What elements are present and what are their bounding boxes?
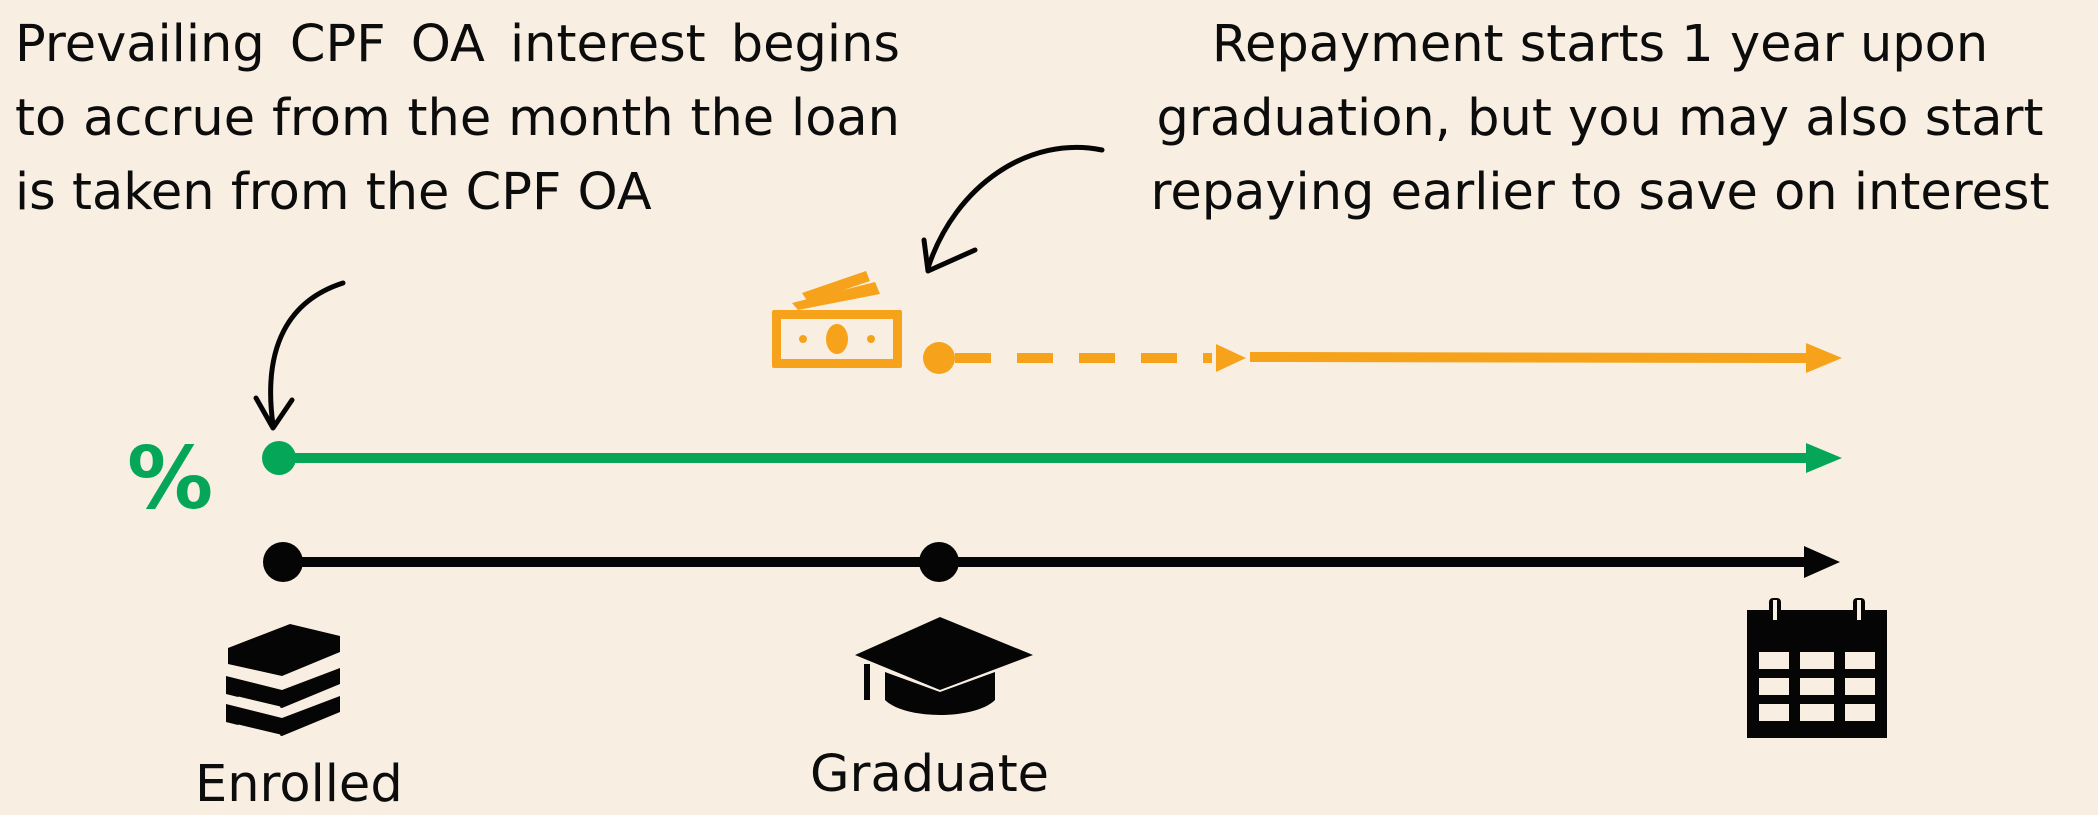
repayment-arrowhead (1806, 343, 1842, 373)
repayment-pointer-arrow (925, 144, 1105, 271)
repayment-note: Repayment starts 1 year upon graduation,… (1150, 15, 2050, 222)
graduation-cap-icon (855, 617, 1033, 715)
enrolled-label: Enrolled (195, 755, 403, 814)
graduate-marker (919, 542, 959, 582)
interest-arrowhead (1806, 443, 1842, 473)
interest-note: Prevailing CPF OA interest begins to acc… (15, 15, 900, 222)
percent-icon: % (127, 429, 213, 529)
repayment-pointer-arrowhead (921, 237, 978, 274)
repayment-start-marker (923, 342, 955, 374)
repayment-line (1249, 352, 1811, 363)
timeline-arrowhead (1804, 546, 1840, 578)
calendar-icon (1747, 598, 1887, 738)
interest-pointer-arrow (268, 280, 346, 428)
money-icon (772, 271, 902, 368)
books-icon (226, 624, 340, 738)
enrolled-marker (263, 542, 303, 582)
repayment-early-arrowhead (1216, 344, 1246, 372)
interest-pointer-arrowhead (253, 395, 295, 431)
graduate-label: Graduate (810, 745, 1050, 804)
